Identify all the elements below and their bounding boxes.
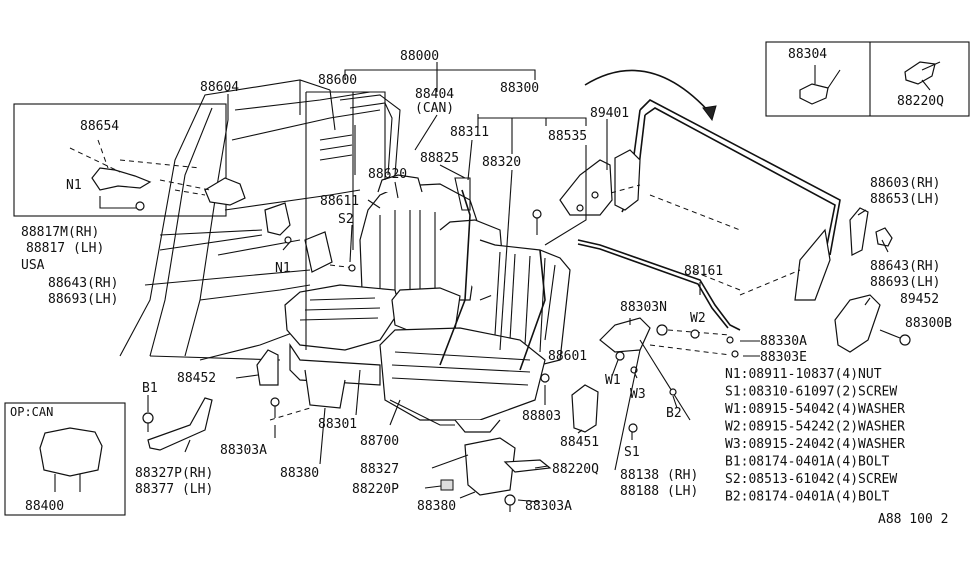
label-88700: 88700: [360, 434, 399, 449]
label-b1: B1: [142, 381, 158, 396]
label-88817: 88817 (LH): [26, 241, 104, 256]
hinge-88604-drawing: [159, 177, 246, 206]
label-88825: 88825: [420, 151, 459, 166]
label-88320: 88320: [482, 155, 521, 170]
label-88653: 88653(LH): [870, 192, 940, 207]
label-88311: 88311: [450, 125, 489, 140]
bench-seat-drawing: [284, 174, 571, 433]
label-88303a-left: 88303A: [220, 443, 267, 458]
legend-row-s1: S1:08310-61097(2)SCREW: [725, 385, 897, 400]
label-88817m: 88817M(RH): [21, 225, 99, 240]
folding-seat-frame-drawing: [559, 69, 841, 331]
label-88400: 88400: [25, 499, 64, 514]
label-88601: 88601: [548, 349, 587, 364]
label-88377: 88377 (LH): [135, 482, 213, 497]
label-88188: 88188 (LH): [620, 484, 698, 499]
label-s2: S2: [338, 212, 354, 227]
label-88300b: 88300B: [905, 316, 952, 331]
legend-row-w3: W3:08915-24042(4)WASHER: [725, 437, 905, 452]
label-88304: 88304: [788, 47, 827, 62]
legend-row-s2: S2:08513-61042(4)SCREW: [725, 472, 897, 487]
label-88161: 88161: [684, 264, 723, 279]
label-n1-detail: N1: [66, 178, 82, 193]
label-can: (CAN): [415, 101, 454, 116]
label-88303e: 88303E: [760, 350, 807, 365]
detail-box-88654: [13, 103, 227, 217]
label-88220q: 88220Q: [552, 462, 599, 477]
legend-row-w1: W1:08915-54042(4)WASHER: [725, 402, 905, 417]
label-88603: 88603(RH): [870, 176, 940, 191]
label-89452: 89452: [900, 292, 939, 307]
diagram-code: A88 100 2: [878, 512, 948, 527]
label-opcan: OP:CAN: [10, 405, 53, 419]
label-88138: 88138 (RH): [620, 468, 698, 483]
label-w1: W1: [605, 373, 621, 388]
label-b2: B2: [666, 406, 682, 421]
label-88330a: 88330A: [760, 334, 807, 349]
right-brackets-drawing: [834, 207, 911, 353]
label-88611: 88611: [320, 194, 359, 209]
label-89401: 89401: [590, 106, 629, 121]
label-88620: 88620: [368, 167, 407, 182]
label-s1: S1: [624, 445, 640, 460]
label-88803: 88803: [522, 409, 561, 424]
headrest-inset: [4, 402, 126, 516]
bracket-88817-drawing: [264, 202, 292, 244]
label-88404: 88404: [415, 87, 454, 102]
label-88693-left: 88693(LH): [48, 292, 118, 307]
hinge-88303n-drawing: [599, 317, 739, 421]
label-88600: 88600: [318, 73, 357, 88]
label-88654: 88654: [80, 119, 119, 134]
label-88380-bottom: 88380: [417, 499, 456, 514]
label-88301: 88301: [318, 417, 357, 432]
legend-row-w2: W2:08915-54242(2)WASHER: [725, 420, 905, 435]
label-88452: 88452: [177, 371, 216, 386]
leader-lines: [144, 62, 931, 503]
label-88327p: 88327P(RH): [135, 466, 213, 481]
label-88451: 88451: [560, 435, 599, 450]
label-88327: 88327: [360, 462, 399, 477]
label-88604: 88604: [200, 80, 239, 95]
label-88643-right: 88643(RH): [870, 259, 940, 274]
striker-88643-left-drawing: [304, 231, 356, 273]
label-w3: W3: [630, 387, 646, 402]
legend-row-n1: N1:08911-10837(4)NUT: [725, 367, 882, 382]
legend-row-b2: B2:08174-0401A(4)BOLT: [725, 490, 890, 505]
inset-box-88304: [765, 41, 970, 117]
label-88535: 88535: [548, 129, 587, 144]
small-parts-drawing: [142, 349, 677, 512]
label-88300: 88300: [500, 81, 539, 96]
body-pillar-drawing: [119, 79, 401, 361]
label-88380-left: 88380: [280, 466, 319, 481]
legend-row-b1: B1:08174-0401A(4)BOLT: [725, 455, 890, 470]
label-88303a-bottom: 88303A: [525, 499, 572, 514]
label-88220q-box: 88220Q: [897, 94, 944, 109]
fastener-legend: N1:08911-10837(4)NUT S1:08310-61097(2)SCR…: [725, 367, 905, 505]
label-88000: 88000: [400, 49, 439, 64]
label-w2: W2: [690, 311, 706, 326]
label-88303n: 88303N: [620, 300, 667, 315]
label-n1-side: N1: [275, 261, 291, 276]
label-88220p: 88220P: [352, 482, 399, 497]
label-88693-right: 88693(LH): [870, 275, 940, 290]
part-labels: 88000 88600 88404 (CAN) 88300 88604 8865…: [10, 47, 952, 527]
label-88643-left: 88643(RH): [48, 276, 118, 291]
label-usa: USA: [21, 258, 45, 273]
